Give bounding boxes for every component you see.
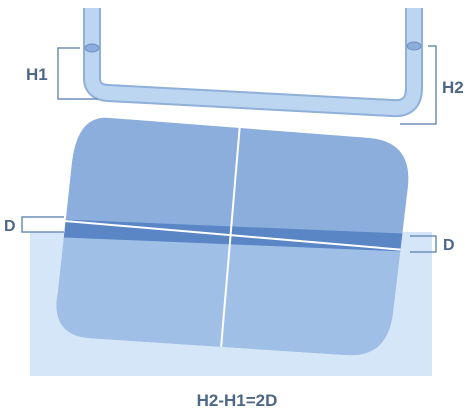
d-right-label: D <box>443 237 455 254</box>
equation-label: H2-H1=2D <box>197 391 278 410</box>
h1-bracket <box>57 47 98 100</box>
d-left-bracket <box>21 216 64 233</box>
tube <box>85 8 421 116</box>
h1-label: H1 <box>26 65 48 84</box>
tube-left-water-surface <box>84 43 100 53</box>
d-left-label: D <box>4 218 16 235</box>
tile-vertical-divider <box>219 117 243 356</box>
h2-bracket <box>400 45 437 125</box>
tube-right-water-surface <box>406 41 422 51</box>
h2-label: H2 <box>442 78 464 97</box>
d-right-bracket <box>410 235 437 253</box>
tile <box>56 117 409 356</box>
tile-horizontal-divider <box>56 217 409 254</box>
